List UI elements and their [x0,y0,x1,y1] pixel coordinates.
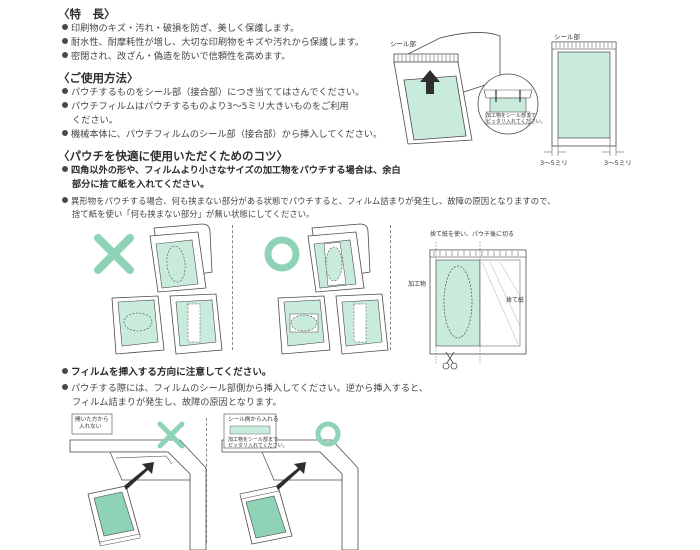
bullet-icon [62,197,68,203]
insert-line-1: パウチする際には、フィルムのシール部側から挿入してください。逆から挿入すると、 [62,382,428,396]
bullet-icon [62,368,68,374]
correct-pouch-examples [277,223,389,355]
insert-from-seal-label: シール側から入れる [228,417,279,423]
wrong-insertion-illustration [69,413,207,550]
seal-part-label-2: シール部 [554,33,580,41]
insert-callout-1: 加工物をシール部まで [228,437,279,443]
open-side-label-1: 開いた方から [75,417,109,423]
correct-insertion-illustration [221,413,359,550]
bullet-icon [62,130,68,136]
circle-mark-icon [264,236,300,272]
callout-text-1: 加工物をシール部まで [486,113,537,119]
usage-title: 〈ご使用方法〉 [58,71,139,85]
insert-line-2: フィルム詰まりが発生し、故障の原因となります。 [72,397,282,408]
usage-item-3: 機械本体に、パウチフィルムのシール部（接合部）から挿入してください。 [62,128,382,142]
bullet-icon [62,38,68,44]
tips-title: 〈パウチを快適に使用いただくためのコツ〉 [58,149,288,163]
wrong-pouch-examples [111,223,223,355]
scrap-paper-label: 捨て紙 [506,297,525,304]
bullet-icon [62,102,68,108]
insert-title: フィルムを挿入する方向に注意してください。 [62,366,272,380]
tips-item-1: 四角以外の形や、フィルムより小さなサイズの加工物をパウチする場合は、余白 [62,164,401,178]
features-item-2: 耐水性、耐摩耗性が増し、大切な印刷物をキズや汚れから保護します。 [62,36,364,50]
seal-part-label: シール部 [390,40,416,48]
open-side-label-2: 入れない [79,424,102,430]
usage-item-1: パウチするものをシール部（接合部）につき当ててはさんでください。 [62,86,364,100]
insert-callout-2: ピッタリ入れてください。 [228,443,288,449]
bullet-icon [62,166,68,172]
features-title: 〈特 長〉 [58,7,116,21]
tips-item-2: 異形物をパウチする場合、何も挟まない部分がある状態でパウチすると、フィルム詰まり… [62,194,556,208]
scrap-paper-illustration [429,242,527,370]
workpiece-label: 加工物 [408,281,427,288]
divider-dashed [390,225,391,350]
film-insert-illustration [393,32,539,145]
features-item-3: 密閉され、改ざん・偽造を防いで信頼性を高めます。 [62,50,290,64]
callout-text-2: ピッタリ入れてください。 [486,119,546,125]
tips-item-2-cont: 捨て紙を使い「何も挟まない部分」が無い状態にしてください。 [72,209,315,219]
dimension-label-right: 3〜5ミリ [604,159,632,167]
cross-mark-icon [94,234,134,274]
film-size-illustration [544,41,624,156]
divider-dashed [206,418,207,543]
cut-instruction-label: 捨て紙を使い、パウチ後に切る [430,231,515,238]
usage-item-2: パウチフィルムはパウチするものより3〜5ミリ大きいものをご利用 [62,100,349,114]
tips-item-1-cont: 部分に捨て紙を入れてください。 [72,179,210,190]
usage-item-2-cont: ください。 [72,115,118,126]
bullet-icon [62,24,68,30]
bullet-icon [62,384,68,390]
bullet-icon [62,88,68,94]
features-item-1: 印刷物のキズ・汚れ・破損を防ぎ、美しく保護します。 [62,22,299,36]
bullet-icon [62,52,68,58]
dimension-label-left: 3〜5ミリ [540,159,568,167]
divider-dashed [232,225,233,350]
